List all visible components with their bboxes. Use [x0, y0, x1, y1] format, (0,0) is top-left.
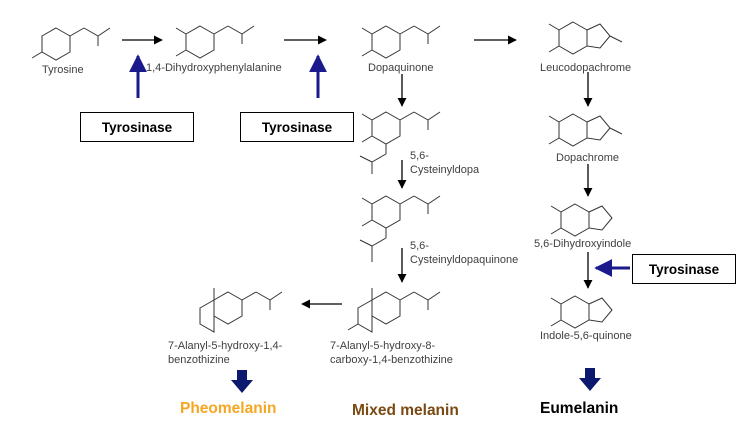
- outcome-mixed-melanin: Mixed melanin: [352, 402, 459, 419]
- label-indolequinone: Indole-5,6-quinone: [540, 330, 632, 342]
- label-carboxy-benzothiazine-line1: 7-Alanyl-5-hydroxy-8-: [330, 340, 436, 352]
- tyrosine-structure: [31, 27, 111, 61]
- label-dopaquinone: Dopaquinone: [368, 62, 434, 74]
- label-benzothiazine-line2: benzothizine: [168, 354, 230, 366]
- dihydroxyindole-structure: [550, 203, 613, 237]
- cysteinyldopa-structure: [359, 111, 441, 174]
- label-tyrosine: Tyrosine: [42, 64, 84, 76]
- benzothiazine-structure: [199, 288, 283, 333]
- indolequinone-structure: [550, 295, 613, 329]
- dopaquinone-structure: [361, 25, 441, 59]
- label-cysteinyldopaquinone-line1: 5,6-: [410, 240, 429, 252]
- label-benzothiazine-line1: 7-Alanyl-5-hydroxy-1,4-: [168, 340, 283, 352]
- label-carboxy-benzothiazine-line2: carboxy-1,4-benzothizine: [330, 354, 453, 366]
- carboxy-benzothiazine-structure: [347, 288, 441, 333]
- outcome-arrow-eumelanin: [579, 368, 601, 391]
- cysteinyldopaquinone-structure: [359, 195, 441, 262]
- dopa-structure: [175, 25, 255, 59]
- tyrosinase-box-3: Tyrosinase: [632, 254, 736, 284]
- label-cysteinyldopa-line1: 5,6-: [410, 150, 429, 162]
- leucodopachrome-structure: [548, 21, 623, 55]
- outcome-eumelanin: Eumelanin: [540, 400, 619, 417]
- tyrosinase-box-2: Tyrosinase: [240, 112, 354, 142]
- label-cysteinyldopaquinone-line2: Cysteinyldopaquinone: [410, 254, 519, 266]
- label-dihydroxyindole: 5,6-Dihydroxyindole: [534, 238, 632, 250]
- dopachrome-structure: [548, 113, 623, 147]
- outcome-arrow-pheomelanin: [231, 370, 253, 393]
- tyrosinase-box-1: Tyrosinase: [80, 112, 194, 142]
- label-leucodopachrome: Leucodopachrome: [540, 62, 632, 74]
- label-cysteinyldopa-line2: Cysteinyldopa: [410, 164, 480, 176]
- label-dopachrome: Dopachrome: [556, 152, 619, 164]
- label-dopa: 1,4-Dihydroxyphenylalanine: [146, 62, 282, 74]
- outcome-pheomelanin: Pheomelanin: [180, 400, 277, 417]
